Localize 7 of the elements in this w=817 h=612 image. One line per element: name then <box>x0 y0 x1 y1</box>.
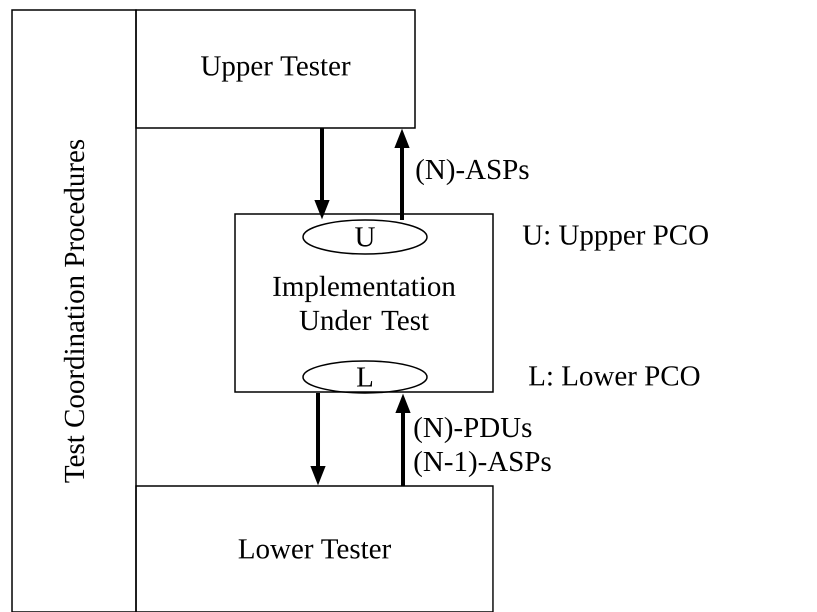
edge-label: (N)-PDUs (N-1)-ASPs <box>414 416 551 478</box>
process-box: Test Coordination Procedures <box>11 9 137 612</box>
key-text: L: Lower PCO <box>529 366 700 386</box>
process-box: Upper Tester <box>135 9 416 129</box>
process-box: Lower Tester <box>135 485 494 612</box>
edge-label: (N)-ASPs <box>416 158 529 186</box>
key-text: U: Uppper PCO <box>522 225 708 251</box>
